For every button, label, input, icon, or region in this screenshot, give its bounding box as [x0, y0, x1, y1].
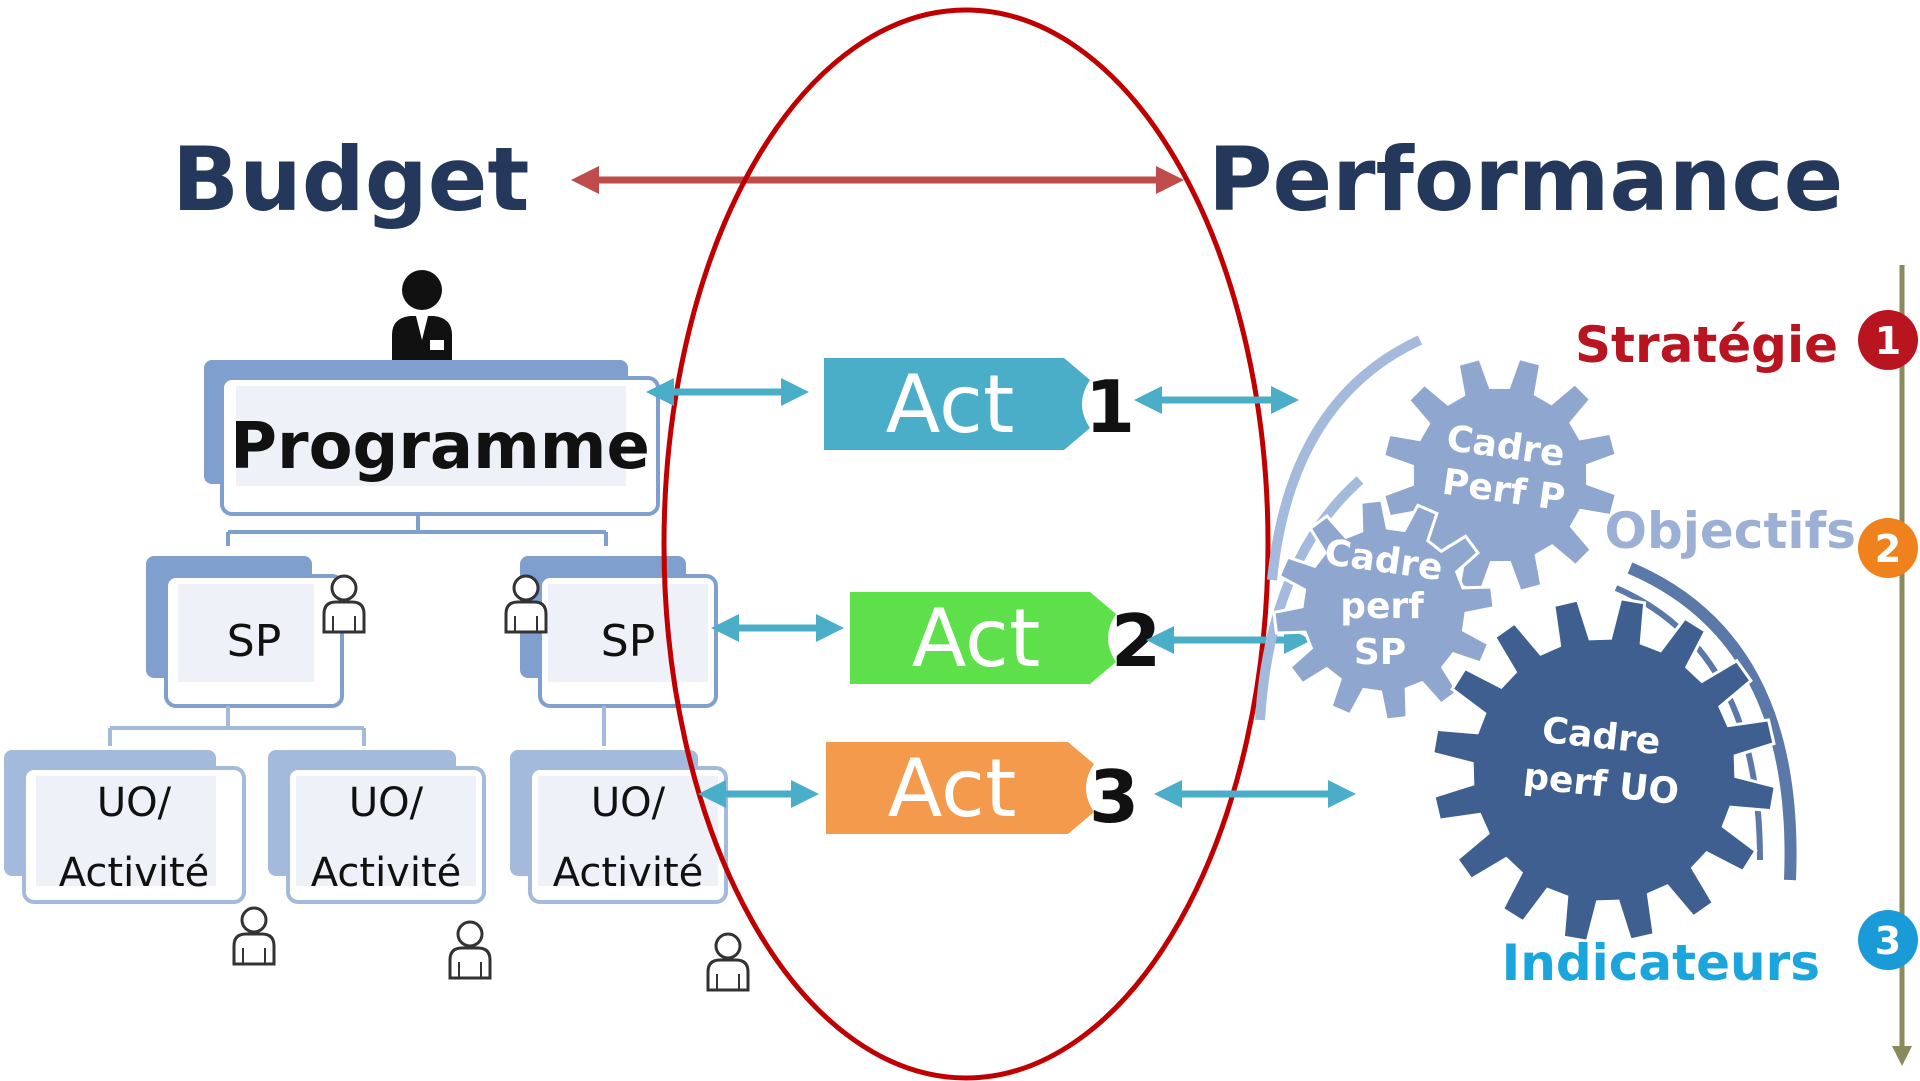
person-outline-icon [448, 920, 492, 980]
uo-line2-3: Activité [553, 850, 704, 896]
act-label-1: Act [886, 358, 1015, 451]
badge-2: 2 [1858, 518, 1918, 578]
act-number-3: 3 [1089, 755, 1139, 839]
link-arrows [646, 378, 1356, 808]
sp-box-1: SP [146, 556, 344, 708]
act-tag-2: Act 2 [850, 592, 1161, 685]
gear-perf-uo: Cadre perf UO [1431, 597, 1777, 943]
uo-line1-3: UO/ [591, 780, 666, 826]
badge-number-2: 2 [1875, 527, 1901, 571]
gear-sp-line3: SP [1354, 632, 1406, 673]
gear-sp-line2: perf [1340, 586, 1424, 627]
level-label-indicateurs: Indicateurs [1502, 934, 1820, 992]
person-outline-icon [706, 932, 750, 992]
central-ellipse [661, 7, 1271, 1081]
uo-box-1: UO/ Activité [4, 750, 246, 904]
gearUO-shape [1431, 597, 1777, 943]
act-label-2: Act [912, 592, 1041, 685]
uo-box-3: UO/ Activité [510, 750, 728, 904]
badge-number-1: 1 [1875, 319, 1901, 363]
gear-arc-3 [1627, 562, 1797, 881]
sp-connectors [108, 706, 606, 746]
sp-label-1: SP [227, 616, 281, 667]
gear-arc-1 [1267, 335, 1423, 581]
programme-connectors [226, 514, 608, 546]
gearSP-shape [1272, 498, 1496, 722]
gearP-shape [1381, 356, 1619, 594]
act-number-2: 2 [1111, 599, 1161, 683]
budget-title: Budget [172, 128, 529, 231]
manager-icon [392, 270, 452, 362]
badge-1: 1 [1858, 310, 1918, 370]
uo-line2-1: Activité [59, 850, 210, 896]
gear-perf-p: Cadre Perf P [1381, 356, 1619, 594]
uo-line1-2: UO/ [349, 780, 424, 826]
programme-label: Programme [230, 410, 650, 484]
act-label-3: Act [888, 742, 1017, 835]
programme-box: Programme [204, 360, 660, 516]
uo-line2-2: Activité [311, 850, 462, 896]
act-tag-3: Act 3 [826, 742, 1139, 839]
badge-3: 3 [1858, 910, 1918, 970]
person-outline-icon [232, 906, 276, 966]
uo-line1-1: UO/ [97, 780, 172, 826]
level-label-objectifs: Objectifs [1604, 502, 1856, 560]
gear-perf-sp: Cadre perf SP [1272, 498, 1496, 722]
act-number-1: 1 [1085, 365, 1135, 449]
performance-title: Performance [1208, 128, 1843, 231]
level-label-strategie: Stratégie [1575, 316, 1838, 374]
sp-label-2: SP [601, 616, 655, 667]
sp-box-2: SP [520, 556, 718, 708]
act-tag-1: Act 1 [824, 358, 1135, 451]
badge-number-3: 3 [1875, 919, 1901, 963]
uo-box-2: UO/ Activité [268, 750, 486, 904]
